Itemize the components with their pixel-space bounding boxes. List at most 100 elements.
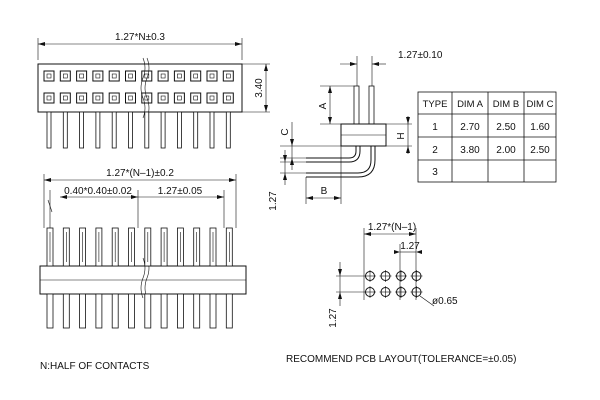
contact-hole bbox=[128, 95, 133, 101]
contact-hole bbox=[79, 95, 84, 101]
pin bbox=[209, 111, 215, 149]
contact-hole bbox=[226, 73, 231, 79]
table-cell: 2.00 bbox=[496, 145, 516, 156]
contact-hole bbox=[111, 95, 117, 101]
height-127-label: 1.27 bbox=[268, 191, 279, 211]
contact-hole bbox=[79, 73, 84, 79]
pin bbox=[193, 293, 201, 329]
dim-b-label: B bbox=[321, 186, 328, 197]
table-cell: 1.60 bbox=[530, 122, 550, 133]
contact-cell bbox=[173, 70, 185, 82]
contact-hole bbox=[209, 95, 215, 101]
pin bbox=[46, 293, 54, 329]
pin bbox=[176, 293, 184, 329]
table-header-dim-c: DIM C bbox=[527, 99, 554, 110]
pin bbox=[225, 293, 233, 329]
pin bbox=[160, 293, 168, 329]
pin bbox=[128, 111, 133, 149]
dim-c-label: C bbox=[280, 128, 291, 135]
table-cell: 3 bbox=[432, 167, 438, 178]
top-width-label: 1.27*N±0.3 bbox=[115, 32, 165, 43]
contact-cell bbox=[125, 70, 136, 82]
contact-cell bbox=[43, 92, 55, 104]
pin bbox=[209, 293, 217, 329]
pcb-layout: 1.27*(N–1) 1.27 1.27 ø0.65 bbox=[328, 222, 458, 328]
bottom-width-label: 1.27*(N–1)±0.2 bbox=[106, 168, 174, 179]
table-header-type: TYPE bbox=[423, 99, 448, 110]
contact-cell bbox=[190, 92, 202, 104]
contact-hole bbox=[46, 95, 52, 101]
pcb-hole-label: ø0.65 bbox=[432, 296, 458, 307]
front-view: 1.27*(N–1)±0.2 0.40*0.40±0.02 1.27±0.05 bbox=[39, 168, 247, 329]
contact-hole bbox=[226, 95, 231, 101]
contact-hole bbox=[193, 95, 198, 101]
contact-cell bbox=[108, 70, 120, 82]
contact-cell bbox=[206, 70, 218, 82]
contact-cell bbox=[76, 92, 88, 104]
table-header-dim-b: DIM B bbox=[493, 99, 519, 110]
note-pcb-layout: RECOMMEND PCB LAYOUT(TOLERANCE=±0.05) bbox=[286, 354, 516, 365]
pin bbox=[128, 293, 135, 329]
pcb-width-label: 1.27*(N–1) bbox=[368, 222, 416, 233]
contact-hole bbox=[46, 73, 52, 79]
table-cell: 3.80 bbox=[460, 145, 480, 156]
pin bbox=[193, 111, 199, 149]
contact-cell bbox=[222, 92, 234, 104]
contact-hole bbox=[95, 73, 101, 79]
contact-cell bbox=[141, 92, 153, 104]
side-view: 1.27±0.10 A H C bbox=[268, 50, 443, 211]
contact-hole bbox=[177, 95, 182, 101]
contact-cell bbox=[43, 70, 55, 82]
pcb-pitch-label: 1.27 bbox=[400, 241, 420, 252]
pin bbox=[111, 111, 117, 149]
contact-cell bbox=[59, 70, 71, 82]
top-view: 1.27*N±0.3 3.40 bbox=[37, 32, 270, 149]
note-half-contacts: N:HALF OF CONTACTS bbox=[40, 361, 150, 372]
top-contact-grid bbox=[43, 70, 234, 104]
contact-cell bbox=[206, 92, 218, 104]
table-cell: 2.70 bbox=[460, 122, 480, 133]
pin-square-label: 0.40*0.40±0.02 bbox=[64, 186, 132, 197]
pin bbox=[160, 111, 166, 149]
pin bbox=[111, 293, 119, 329]
pin bbox=[79, 111, 84, 149]
pcb-hole-grid bbox=[364, 270, 423, 298]
pin bbox=[144, 293, 152, 329]
pin bbox=[176, 111, 182, 149]
contact-cell bbox=[92, 92, 104, 104]
contact-hole bbox=[160, 73, 166, 79]
contact-cell bbox=[76, 70, 88, 82]
contact-cell bbox=[173, 92, 185, 104]
pin bbox=[225, 111, 231, 149]
table-header-dim-a: DIM A bbox=[457, 99, 484, 110]
contact-hole bbox=[160, 95, 166, 101]
contact-cell bbox=[157, 70, 169, 82]
contact-cell bbox=[108, 92, 120, 104]
contact-hole bbox=[128, 73, 133, 79]
contact-hole bbox=[95, 95, 101, 101]
contact-hole bbox=[62, 73, 68, 79]
pin bbox=[62, 293, 70, 329]
dim-a-label: A bbox=[318, 102, 329, 109]
contact-cell bbox=[190, 70, 202, 82]
pitch-top-label: 1.27±0.10 bbox=[398, 50, 443, 61]
contact-hole bbox=[144, 95, 150, 101]
contact-cell bbox=[141, 70, 153, 82]
pin bbox=[95, 293, 103, 329]
pcb-pitch-v-label: 1.27 bbox=[328, 308, 339, 328]
table-cell: 2.50 bbox=[530, 145, 550, 156]
pin bbox=[144, 111, 150, 149]
table-cell: 2.50 bbox=[496, 122, 516, 133]
contact-cell bbox=[125, 92, 136, 104]
top-view-pins bbox=[46, 111, 231, 149]
contact-hole bbox=[193, 73, 198, 79]
height-340-label: 3.40 bbox=[254, 78, 265, 98]
dim-h-label: H bbox=[396, 132, 407, 139]
contact-hole bbox=[111, 73, 117, 79]
contact-cell bbox=[59, 92, 71, 104]
pin bbox=[62, 111, 68, 149]
table-cell: 1 bbox=[432, 122, 438, 133]
dimension-table: TYPE DIM A DIM B DIM C 1 2.70 2.50 1.60 … bbox=[417, 91, 557, 183]
table-cell: 2 bbox=[432, 145, 438, 156]
